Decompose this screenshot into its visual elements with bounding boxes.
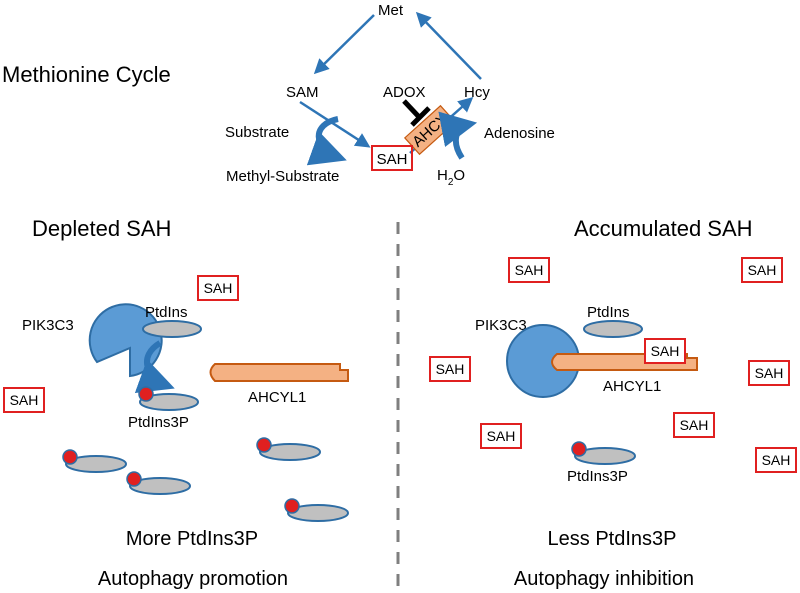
right-sah-label: SAH xyxy=(487,428,516,444)
right-sah-box xyxy=(508,257,550,283)
cycle-title: Methionine Cycle xyxy=(2,62,171,87)
right-ptdins-icon xyxy=(583,320,643,338)
pool-lipid xyxy=(65,455,127,473)
right-lipid-p-label: PtdIns3P xyxy=(567,468,628,485)
pool-phosphate xyxy=(284,498,300,514)
right-lipid-label: PtdIns xyxy=(587,304,630,321)
left-kinase-label: PIK3C3 xyxy=(22,317,74,334)
left-title: Depleted SAH xyxy=(32,216,171,241)
left-ptdins3p-pool xyxy=(62,437,349,522)
right-result: Less PtdIns3P xyxy=(548,528,677,550)
right-outcome: Autophagy inhibition xyxy=(514,568,694,590)
right-sah-label: SAH xyxy=(748,262,777,278)
adenosine-curved-arrow xyxy=(438,111,478,160)
left-sah-box-a xyxy=(197,275,239,301)
pool-lipid xyxy=(259,443,321,461)
left-outcome: Autophagy promotion xyxy=(98,568,288,590)
right-sah-label: SAH xyxy=(436,361,465,377)
right-ahcyl1-label: AHCYL1 xyxy=(603,378,661,395)
left-phosphate-icon xyxy=(138,386,154,402)
pool-lipid xyxy=(287,504,349,522)
pool-phosphate xyxy=(256,437,272,453)
right-sah-box xyxy=(673,412,715,438)
left-result: More PtdIns3P xyxy=(126,528,258,550)
hcy-label: Hcy xyxy=(464,84,490,101)
right-kinase-label: PIK3C3 xyxy=(475,317,527,334)
left-ahcyl1-label: AHCYL1 xyxy=(248,389,306,406)
substrate-curved-arrow xyxy=(306,116,347,166)
hcy-to-met-arrow xyxy=(415,11,482,80)
right-ptdins3p-icon xyxy=(574,447,636,465)
right-title: Accumulated SAH xyxy=(574,216,753,241)
left-lipid-p-label: PtdIns3P xyxy=(128,414,189,431)
right-sah-label: SAH xyxy=(755,365,784,381)
left-ptdins-icon xyxy=(142,320,202,338)
right-bound-sah-label: SAH xyxy=(651,343,680,359)
right-sah-box xyxy=(755,447,797,473)
water-o: O xyxy=(453,167,465,184)
cycle-sah-label: SAH xyxy=(377,151,408,168)
right-phosphate-icon xyxy=(571,441,587,457)
left-sah-label-a: SAH xyxy=(204,280,233,296)
right-sah-boxes: SAH SAH SAH SAH SAH SAH SAH SAH xyxy=(429,257,797,473)
substrate-label: Substrate xyxy=(225,124,289,141)
sam-to-sah-arrow xyxy=(299,100,371,148)
left-conversion-arrow xyxy=(134,340,175,394)
adox-label: ADOX xyxy=(383,84,426,101)
water-subscript: 2 xyxy=(448,177,454,188)
met-to-sam-arrow xyxy=(313,14,375,75)
inhibition-icon xyxy=(402,99,431,127)
adenosine-label: Adenosine xyxy=(484,125,555,142)
left-lipid-label: PtdIns xyxy=(145,304,188,321)
left-ptdins3p-icon xyxy=(139,393,199,411)
pool-phosphate xyxy=(126,471,142,487)
pool-lipid xyxy=(129,477,191,495)
left-sah-box-b xyxy=(3,387,45,413)
met-label: Met xyxy=(378,2,404,19)
water-label: H2O xyxy=(437,167,465,188)
methyl-substrate-label: Methyl-Substrate xyxy=(226,168,339,185)
pool-phosphate xyxy=(62,449,78,465)
water-h: H xyxy=(437,167,448,184)
sam-label: SAM xyxy=(286,84,319,101)
right-sah-box xyxy=(429,356,471,382)
right-sah-label: SAH xyxy=(515,262,544,278)
right-sah-box xyxy=(748,360,790,386)
cycle-sah-box xyxy=(371,145,413,171)
right-sah-box xyxy=(741,257,783,283)
left-ahcyl1-icon xyxy=(209,363,349,382)
right-bound-sah-box xyxy=(644,338,686,364)
left-sah-label-b: SAH xyxy=(10,392,39,408)
right-sah-box xyxy=(480,423,522,449)
right-sah-label: SAH xyxy=(762,452,791,468)
right-sah-label: SAH xyxy=(680,417,709,433)
